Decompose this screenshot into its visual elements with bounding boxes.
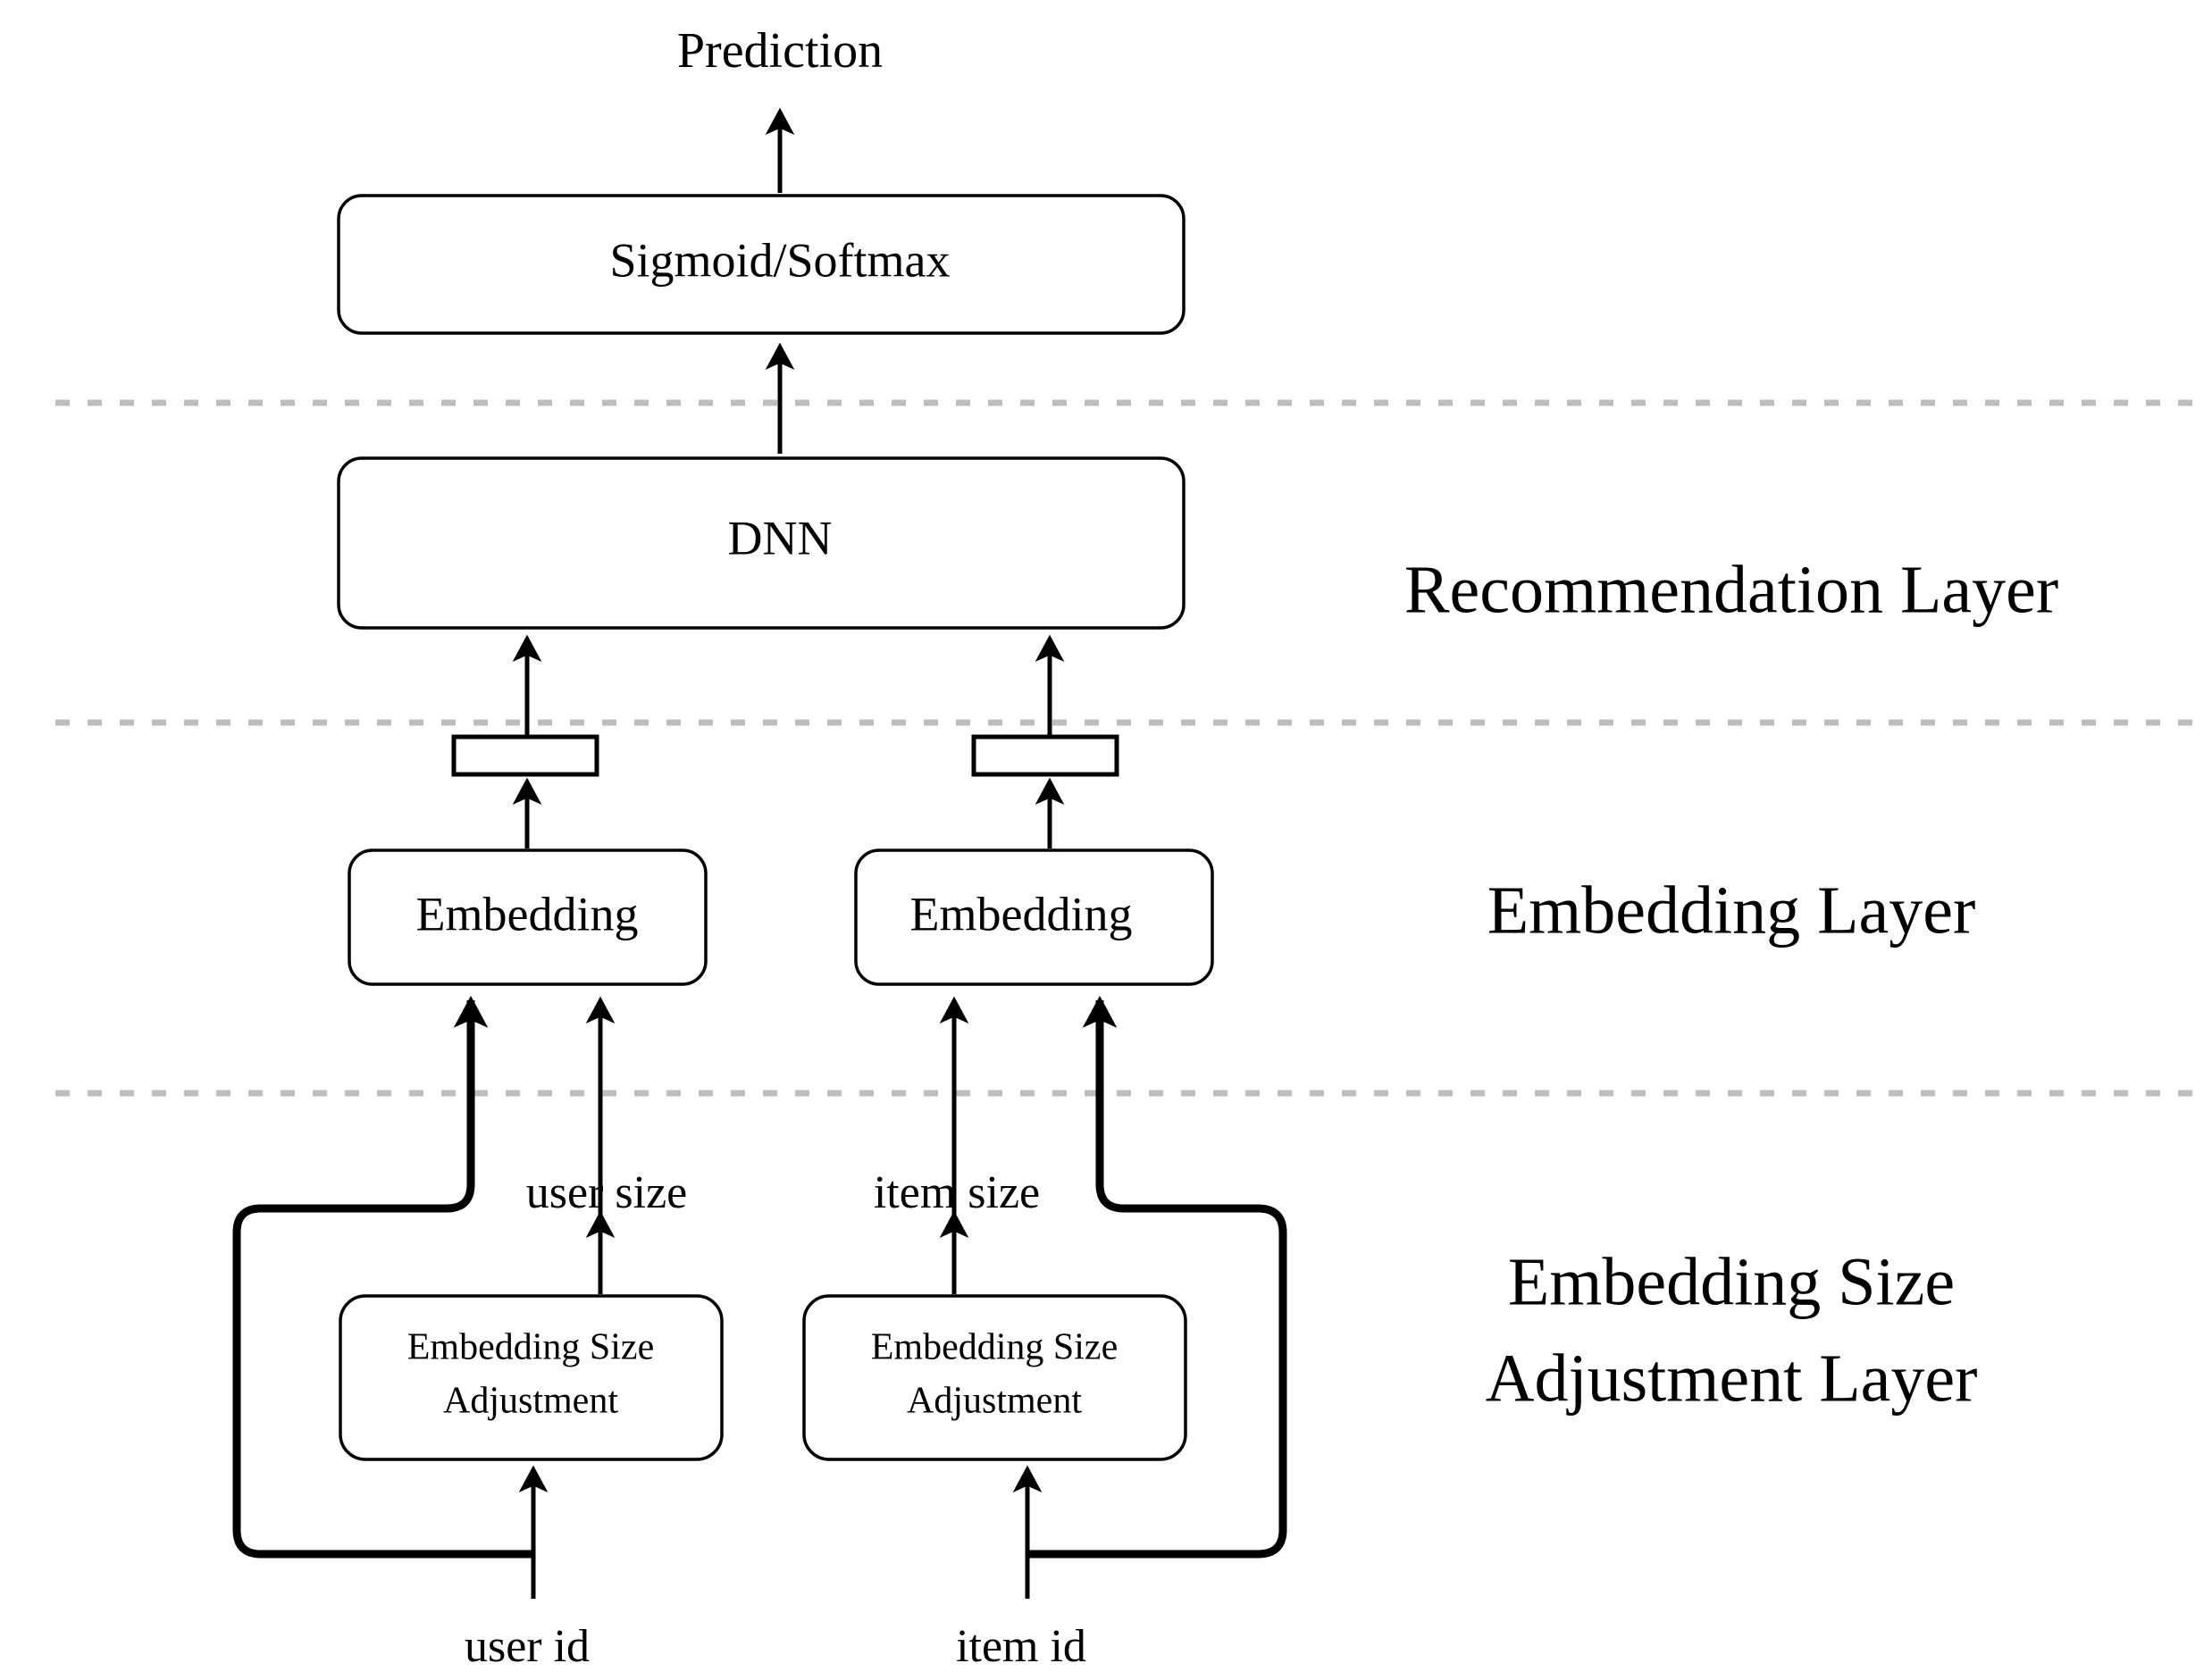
node-adjustment-item-line2: Adjustment	[907, 1381, 1082, 1422]
input-user-id-label: user id	[465, 1621, 590, 1672]
user-size-label: user size	[526, 1167, 687, 1218]
layer-label-size-adjustment-line1: Embedding Size	[1508, 1244, 1955, 1319]
node-dnn-label: DNN	[728, 511, 833, 564]
node-adjustment-user-line1: Embedding Size	[407, 1327, 654, 1368]
item-size-label: item size	[874, 1167, 1040, 1218]
node-activation	[337, 194, 1186, 335]
node-adjustment-user	[339, 1294, 724, 1461]
layer-label-embedding: Embedding Layer	[1487, 873, 1976, 948]
node-embedding-item	[854, 848, 1214, 986]
node-embedding-user	[348, 848, 708, 986]
node-embedding-item-label: Embedding	[910, 887, 1133, 940]
node-adjustment-user-line2: Adjustment	[443, 1381, 618, 1422]
layer-label-recommendation: Recommendation Layer	[1404, 552, 2058, 627]
edge-user-id-bypass	[232, 995, 533, 1559]
edge-item-id-bypass	[1027, 995, 1287, 1559]
node-embedding-user-label: Embedding	[416, 887, 639, 940]
input-item-id-label: item id	[956, 1621, 1086, 1672]
node-dnn	[337, 456, 1186, 630]
node-adjustment-item-line1: Embedding Size	[871, 1327, 1118, 1368]
node-adjustment-item	[802, 1294, 1187, 1461]
layer-label-size-adjustment-line2: Adjustment Layer	[1486, 1341, 1978, 1416]
prediction-label: Prediction	[677, 23, 883, 79]
user-embedding-vector	[451, 734, 599, 777]
node-activation-label: Sigmoid/Softmax	[609, 233, 950, 287]
item-embedding-vector	[971, 734, 1119, 777]
